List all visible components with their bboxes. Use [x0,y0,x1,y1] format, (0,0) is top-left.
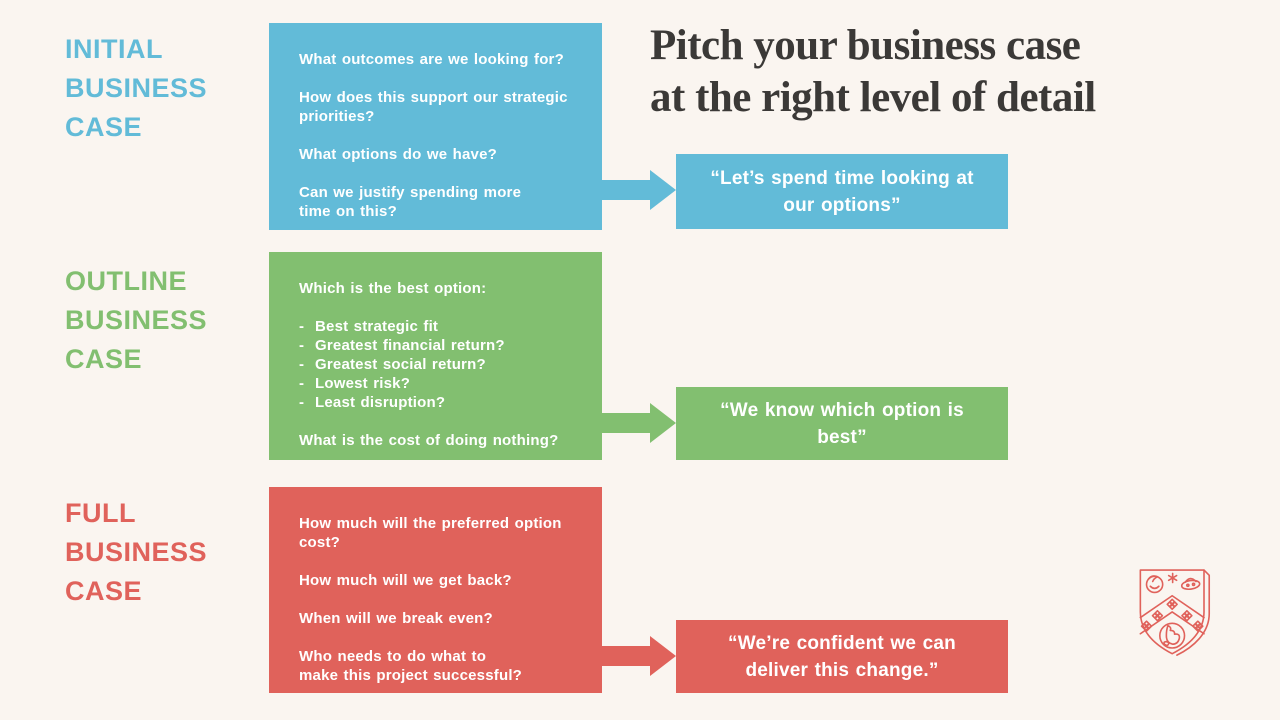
question: Which is the best option: [299,280,487,297]
arrow-head [650,170,676,210]
question: What options do we have? [299,146,497,163]
shield-crest-icon [1128,558,1223,662]
title-line-2: at the right level of detail [650,74,1096,121]
question: How much will we get back? [299,572,512,589]
question: What outcomes are we looking for? [299,51,564,68]
question: How does this support our strategic prio… [299,89,568,125]
quote-outline: “We know which option is best” [676,387,1008,460]
arrow-shaft [602,413,651,433]
arrow-shaft [602,646,651,666]
bullet-dash: - [299,394,305,411]
list-item: -Greatest financial return? [299,336,576,355]
bullet-dash: - [299,318,305,335]
list-item-label: Lowest risk? [315,375,411,392]
stage-label-initial-business-case: INITIAL BUSINESS CASE [65,34,208,142]
question-box-full: How much will the preferred option cost?… [269,487,602,693]
arrow-outline-icon [602,403,676,443]
list-item: -Best strategic fit [299,317,576,336]
arrow-head [650,403,676,443]
question-box-initial: What outcomes are we looking for? How do… [269,23,602,230]
option-criteria-list: -Best strategic fit -Greatest financial … [299,317,576,412]
title-line-1: Pitch your business case [650,22,1081,69]
arrow-head [650,636,676,676]
list-item: -Least disruption? [299,393,576,412]
question: How much will the preferred option cost? [299,515,562,551]
shield-crest-icon [1139,569,1211,656]
arrow-full-icon [602,636,676,676]
list-item-label: Least disruption? [315,394,446,411]
question: What is the cost of doing nothing? [299,432,559,449]
quote-initial: “Let’s spend time looking at our options… [676,154,1008,229]
page-title: Pitch your business case at the right le… [650,20,1250,124]
bullet-dash: - [299,337,305,354]
arrow-shaft [602,180,651,200]
question: When will we break even? [299,610,493,627]
question: Who needs to do what to make this projec… [299,648,523,684]
arrow-initial-icon [602,170,676,210]
list-item-label: Greatest social return? [315,356,486,373]
list-item-label: Greatest financial return? [315,337,505,354]
bullet-dash: - [299,375,305,392]
quote-full: “We’re confident we can deliver this cha… [676,620,1008,693]
bullet-dash: - [299,356,305,373]
stage-label-full-business-case: FULL BUSINESS CASE [65,498,208,606]
list-item-label: Best strategic fit [315,318,439,335]
question: Can we justify spending more time on thi… [299,184,522,220]
stage-label-outline-business-case: OUTLINE BUSINESS CASE [65,266,208,374]
question-box-outline: Which is the best option: -Best strategi… [269,252,602,460]
list-item: -Lowest risk? [299,374,576,393]
list-item: -Greatest social return? [299,355,576,374]
